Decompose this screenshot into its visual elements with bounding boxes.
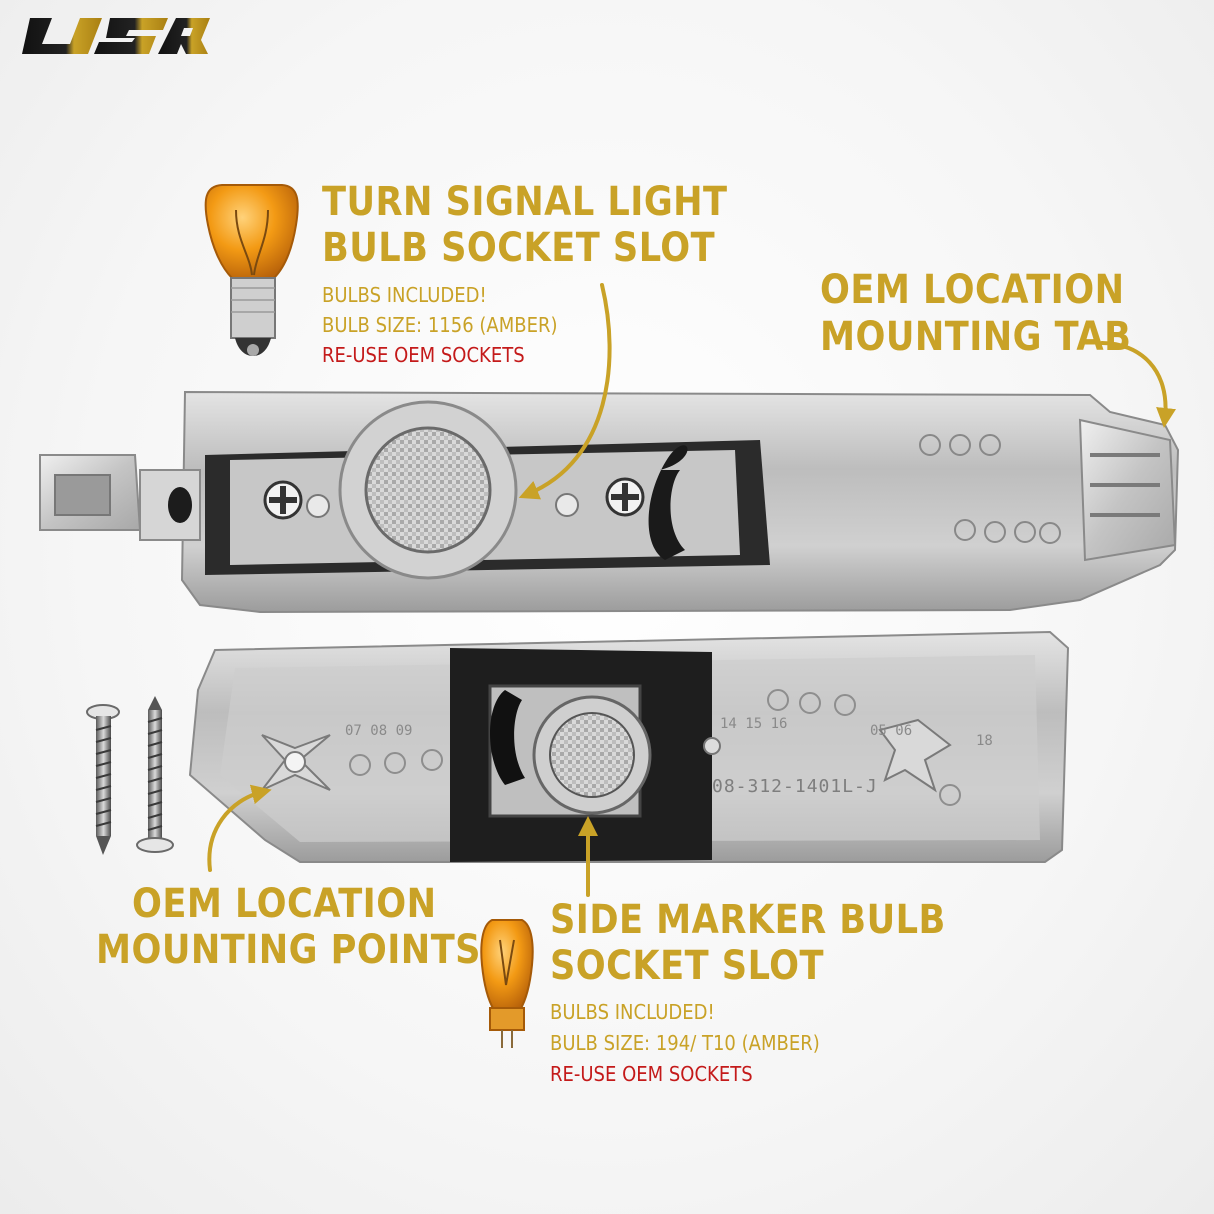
turn-signal-note-size: BULB SIZE: 1156 (AMBER) (322, 313, 558, 337)
turn-signal-note-sockets: RE-USE OEM SOCKETS (322, 343, 525, 367)
mounting-points-title-line1: OEM LOCATION (132, 881, 437, 927)
screw-icon (86, 704, 120, 855)
brand-logo (18, 16, 213, 56)
arrow-icon (207, 283, 1176, 897)
side-marker-note-size: BULB SIZE: 194/ T10 (AMBER) (550, 1031, 820, 1055)
amber-1156-bulb-icon (204, 184, 299, 356)
screw-icon (136, 696, 174, 853)
turn-signal-note-included: BULBS INCLUDED! (322, 283, 487, 307)
amber-t10-bulb-icon (480, 919, 534, 1048)
side-marker-title-line1: SIDE MARKER BULB (550, 897, 946, 943)
side-marker-note-included: BULBS INCLUDED! (550, 1000, 715, 1024)
side-marker-housing: 07 08 09 14 15 16 05 06 18 (188, 630, 1070, 863)
mounting-points-title-line2: MOUNTING POINTS (96, 927, 481, 973)
part-number: 08-312-1401L-J (712, 776, 878, 797)
turn-signal-title-line1: TURN SIGNAL LIGHT (322, 179, 728, 225)
side-marker-note-sockets: RE-USE OEM SOCKETS (550, 1062, 753, 1086)
svg-text:18: 18 (976, 733, 993, 749)
side-marker-title-line2: SOCKET SLOT (550, 943, 824, 989)
turn-signal-housing (39, 390, 1180, 614)
svg-text:05 06: 05 06 (870, 723, 912, 739)
svg-text:07 08 09: 07 08 09 (345, 723, 412, 739)
mounting-tab-title-line1: OEM LOCATION (820, 267, 1125, 313)
turn-signal-title-line2: BULB SOCKET SLOT (322, 225, 716, 271)
mounting-tab-title-line2: MOUNTING TAB (820, 314, 1132, 360)
svg-text:14 15 16: 14 15 16 (720, 716, 787, 732)
